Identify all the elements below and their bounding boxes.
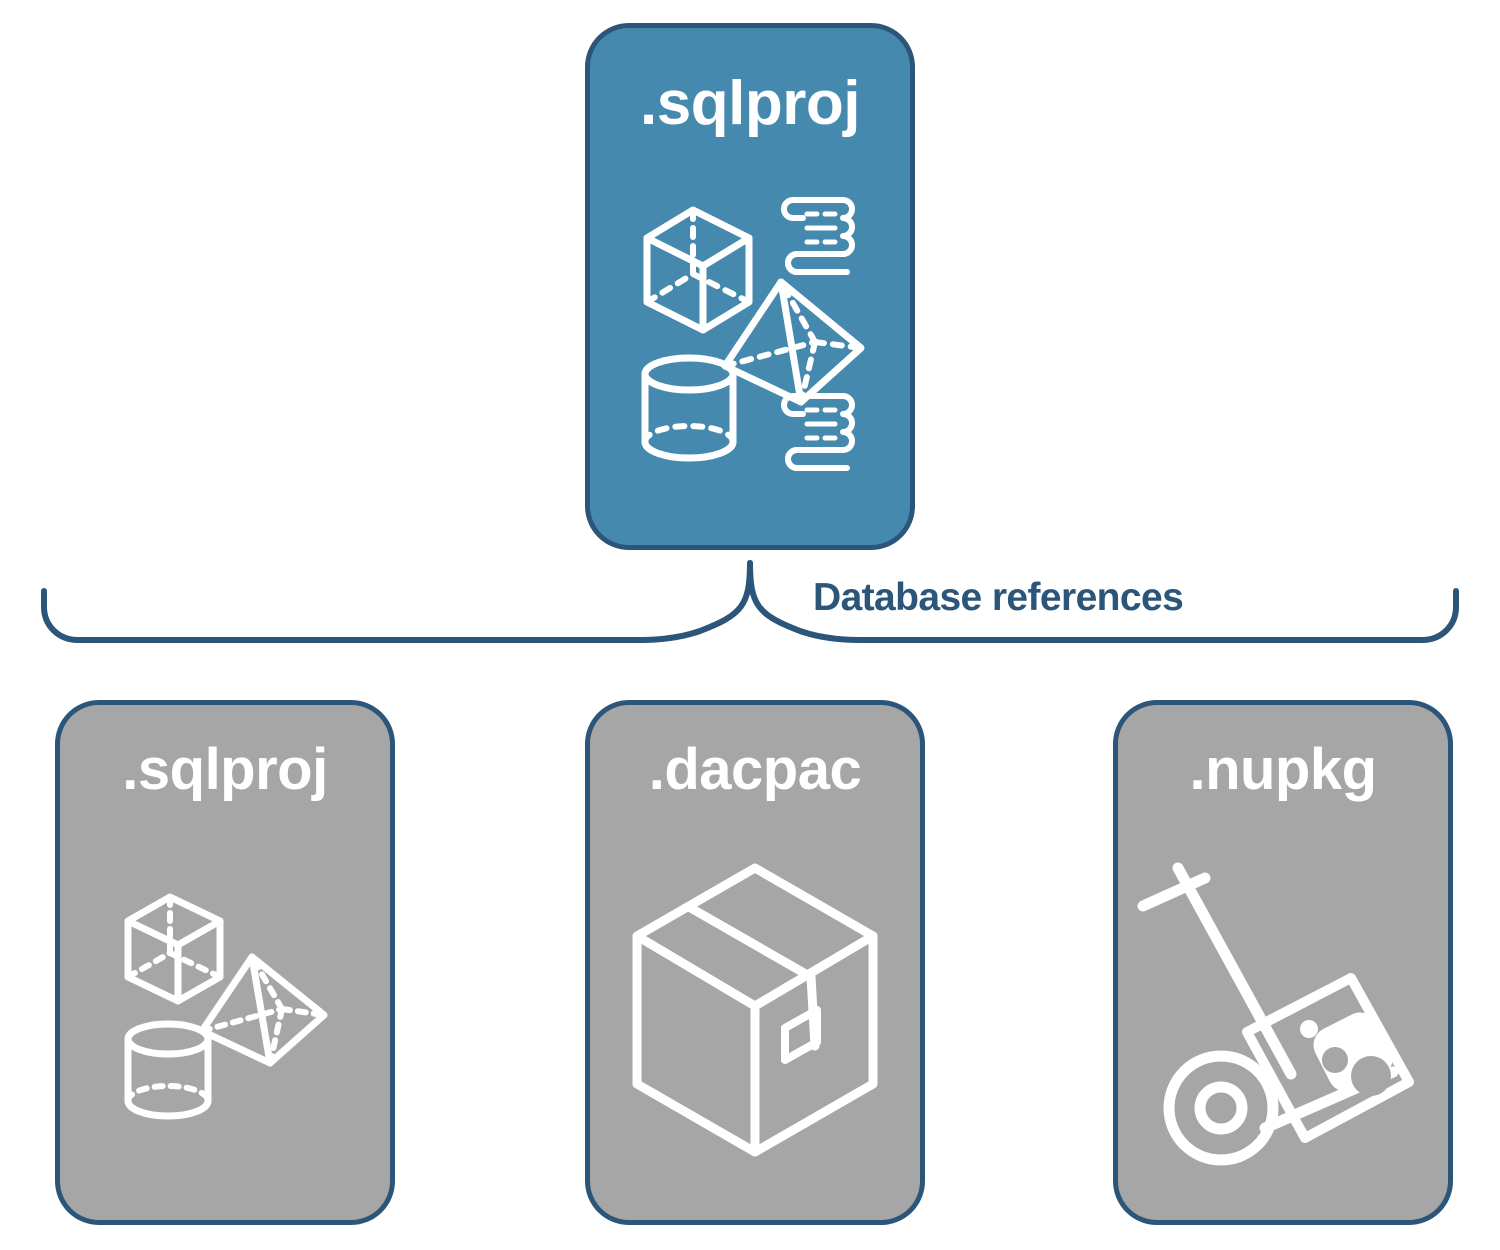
card-art-nupkg (1118, 799, 1448, 1220)
pyramid-wireframe-icon (721, 278, 865, 406)
scroll-icon (781, 393, 855, 471)
connector-brace (41, 560, 1459, 643)
card-sqlproj-root[interactable]: .sqlproj (585, 23, 915, 550)
card-dacpac[interactable]: .dacpac (585, 700, 925, 1225)
card-nupkg[interactable]: .nupkg (1113, 700, 1453, 1225)
card-sqlproj-reference[interactable]: .sqlproj (55, 700, 395, 1225)
card-title-sqlproj-reference: .sqlproj (122, 737, 328, 802)
cylinder-wireframe-icon (124, 1020, 212, 1119)
card-art-sqlproj-reference (60, 799, 390, 1220)
cube-wireframe-icon (124, 893, 224, 1004)
card-title-nupkg: .nupkg (1189, 737, 1377, 802)
cylinder-wireframe-icon (641, 354, 737, 462)
shipping-box-icon (632, 863, 878, 1156)
card-title-dacpac: .dacpac (648, 737, 862, 802)
nuget-package-icon (1242, 972, 1414, 1143)
card-art-dacpac (590, 799, 920, 1220)
card-title-sqlproj-root: .sqlproj (640, 69, 860, 138)
cube-wireframe-icon (643, 206, 753, 334)
scroll-icon (781, 197, 855, 275)
card-art-sqlproj-root (590, 135, 910, 545)
connector-label: Database references (813, 576, 1184, 619)
pyramid-wireframe-icon (198, 953, 328, 1066)
